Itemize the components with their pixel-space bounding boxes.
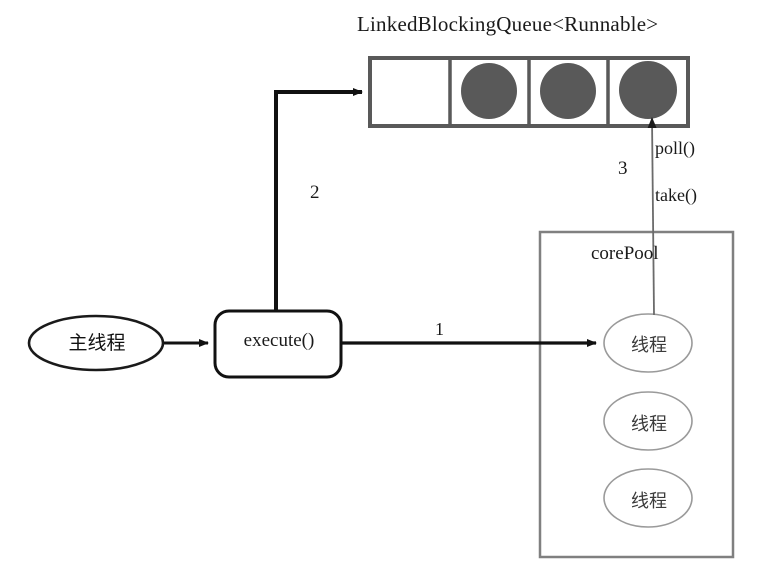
take-label: take()	[655, 185, 697, 205]
thread-label: 线程	[631, 414, 667, 435]
queue-task-item	[619, 61, 677, 119]
thread-node	[603, 391, 693, 451]
queue-title: LinkedBlockingQueue<Runnable>	[357, 12, 659, 36]
edge-label-2: 2	[310, 182, 320, 203]
main-thread-label: 主线程	[68, 332, 126, 354]
edge-queue-to-thread	[647, 117, 657, 316]
edge-label-3: 3	[618, 158, 628, 179]
queue-task-item	[461, 63, 517, 119]
execute-label: execute()	[243, 330, 315, 351]
queue-task-item	[540, 63, 596, 119]
edge-label-1: 1	[435, 319, 444, 339]
edge-execute-to-queue	[274, 88, 363, 311]
thread-node	[603, 468, 693, 528]
queue-container	[368, 56, 690, 128]
thread-label: 线程	[631, 491, 667, 512]
poll-label: poll()	[655, 138, 695, 158]
main-thread-node	[27, 314, 165, 372]
corepool-label: corePool	[591, 243, 659, 264]
thread-node	[603, 313, 693, 373]
thread-label: 线程	[631, 335, 667, 356]
